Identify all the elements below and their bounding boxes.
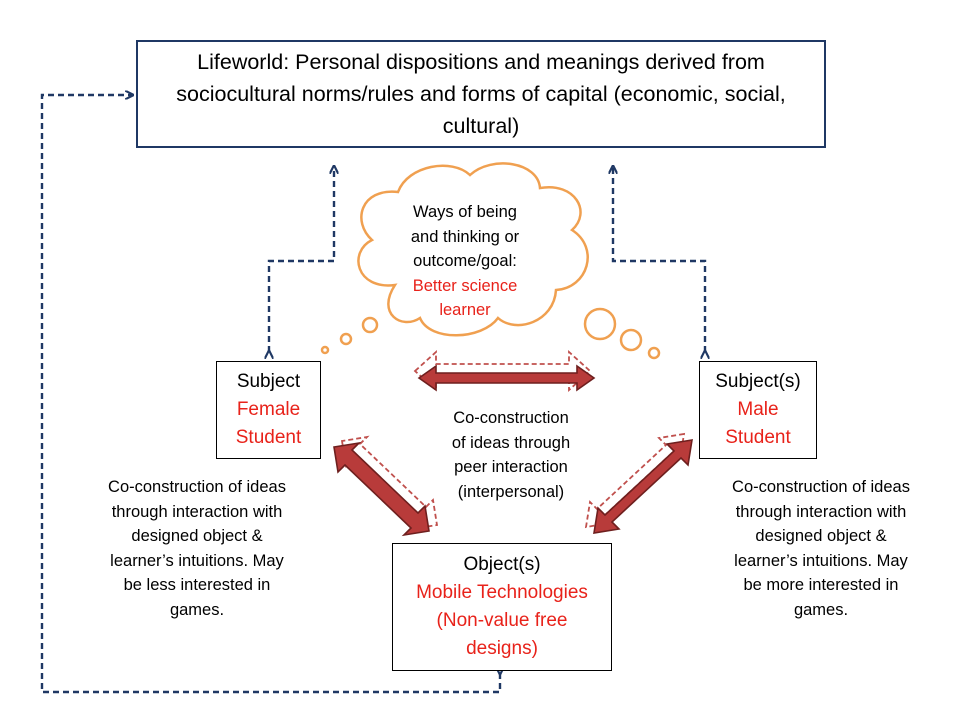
male-note-line-2: through interaction with: [735, 502, 907, 521]
lifeworld-box: Lifeworld: Personal dispositions and mea…: [136, 40, 826, 148]
female-note-line-5: be less interested in: [123, 576, 271, 594]
cloud-line-3: outcome/goal:: [413, 252, 517, 270]
arrow-outline-female-object: [340, 435, 439, 531]
arrow-male-object: [593, 439, 693, 534]
object-line-3: designs): [466, 638, 538, 659]
female-note-line-3: designed object &: [131, 527, 263, 545]
lifeworld-text: Lifeworld: Personal dispositions and mea…: [176, 50, 786, 138]
object-line-1: Mobile Technologies: [416, 582, 588, 603]
subject-male-line-1: Male: [737, 399, 779, 420]
cloud-goal-line-2: learner: [439, 301, 491, 319]
subject-male-line-2: Student: [725, 427, 791, 448]
peer-interaction-label: Co-construction of ideas through peer in…: [420, 406, 602, 504]
male-note-line-1: Co-construction of ideas: [732, 478, 910, 496]
female-note-line-6: games.: [169, 600, 225, 619]
arrow-female-object: [333, 441, 430, 537]
cloud-line-2: and thinking or: [410, 227, 520, 246]
subject-female-title: Subject: [236, 371, 301, 392]
peer-line-1: Co-construction: [453, 409, 569, 427]
male-note-line-5: be more interested in: [743, 576, 899, 594]
thought-bubble-right-medium: [619, 328, 643, 352]
subject-male-box: Subject(s) Male Student: [699, 361, 817, 459]
connector-male-lifeworld: [613, 167, 705, 352]
peer-line-2: of ideas through: [451, 433, 571, 452]
connector-object-lifeworld-loop: [40, 95, 500, 694]
male-note-line-4: learner’s intuitions. May: [734, 551, 908, 570]
female-note: Co-construction of ideas through interac…: [86, 475, 308, 622]
female-note-line-1: Co-construction of ideas: [108, 478, 286, 496]
subject-male-title: Subject(s): [715, 371, 801, 392]
female-note-line-4: learner’s intuitions. May: [110, 551, 284, 570]
subject-female-line-1: Female: [236, 399, 301, 420]
arrow-peer-interaction: [417, 364, 596, 392]
thought-bubble-left-large: [361, 316, 379, 334]
object-line-2: (Non-value free: [436, 610, 568, 631]
subject-female-box: Subject Female Student: [216, 361, 321, 459]
cloud-label: Ways of being and thinking or outcome/go…: [392, 200, 538, 323]
thought-bubble-left-small: [320, 345, 330, 355]
thought-bubble-right-large: [583, 307, 617, 341]
object-box: Object(s) Mobile Technologies (Non-value…: [392, 543, 612, 671]
thought-bubble-left-medium: [339, 332, 353, 346]
object-title: Object(s): [463, 554, 541, 575]
thought-bubble-right-small: [647, 346, 661, 360]
peer-line-4: (interpersonal): [457, 482, 565, 501]
cloud-line-1: Ways of being: [413, 203, 517, 221]
subject-female-line-2: Student: [235, 427, 302, 448]
male-note: Co-construction of ideas through interac…: [710, 475, 932, 622]
female-note-line-2: through interaction with: [111, 502, 283, 521]
arrow-outline-horizontal: [413, 349, 592, 393]
cloud-goal-line-1: Better science: [412, 276, 518, 295]
peer-line-3: peer interaction: [454, 458, 568, 476]
male-note-line-3: designed object &: [755, 527, 887, 545]
connector-female-lifeworld: [269, 167, 334, 352]
male-note-line-6: games.: [793, 600, 849, 619]
